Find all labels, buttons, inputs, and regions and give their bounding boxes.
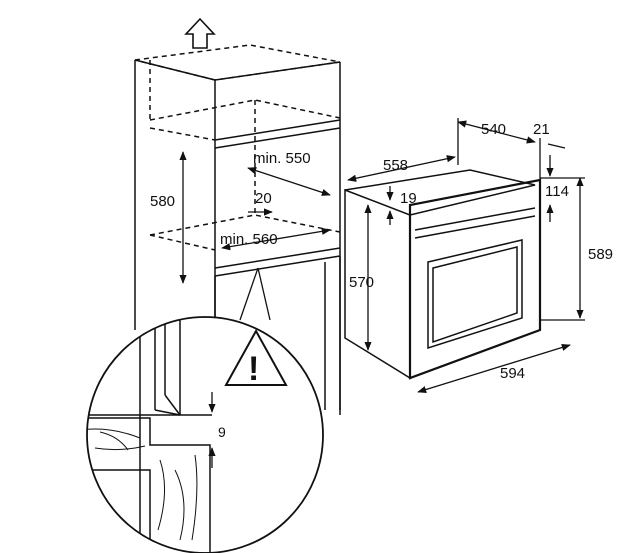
label-top-19: 19 bbox=[400, 190, 417, 207]
niche-dimensions bbox=[179, 151, 331, 284]
oven-dimensions bbox=[347, 118, 585, 394]
warning-icon: ! bbox=[224, 328, 288, 388]
detail-leader bbox=[239, 267, 271, 321]
detail-circle: 9 bbox=[86, 316, 324, 553]
label-top-114: 114 bbox=[545, 183, 569, 200]
label-width-594: 594 bbox=[500, 365, 525, 382]
label-depth-558: 558 bbox=[383, 157, 408, 174]
label-niche-580: 580 bbox=[150, 193, 175, 210]
label-detail-9: 9 bbox=[218, 424, 226, 440]
warning-symbol: ! bbox=[248, 350, 259, 388]
label-niche-min550: min. 550 bbox=[253, 150, 311, 167]
label-gap-21: 21 bbox=[533, 121, 550, 138]
oven bbox=[344, 169, 542, 380]
label-width-540: 540 bbox=[481, 121, 506, 138]
label-height-570: 570 bbox=[349, 274, 374, 291]
up-arrow-icon bbox=[184, 17, 216, 49]
label-height-589: 589 bbox=[588, 246, 613, 263]
label-niche-min560: min. 560 bbox=[220, 231, 278, 248]
label-niche-20: 20 bbox=[255, 190, 272, 207]
